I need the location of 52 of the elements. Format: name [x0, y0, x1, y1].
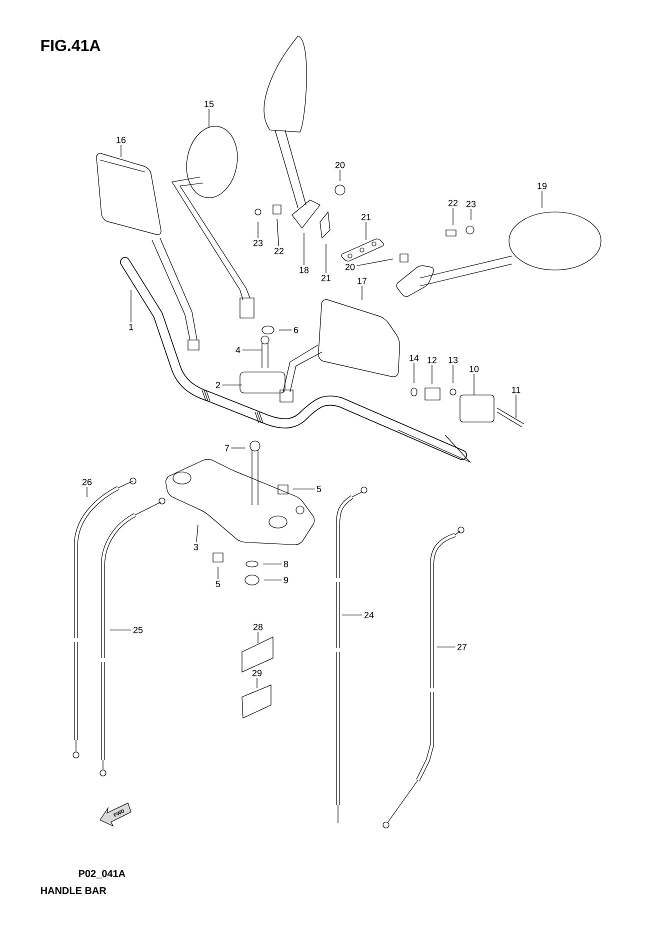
callout-number: 17 — [358, 278, 367, 284]
callout-number: 15 — [204, 100, 214, 108]
callout-number: 21 — [321, 274, 331, 282]
callout-number: 6 — [294, 326, 298, 334]
leader-line — [208, 108, 210, 128]
leader-line — [196, 524, 198, 542]
callout-number: 25 — [133, 626, 143, 634]
figure-title: FIG.41A — [41, 40, 100, 52]
leader-line — [452, 364, 454, 384]
leader-line — [292, 488, 315, 490]
leader-line — [222, 384, 242, 386]
callout-number: 9 — [284, 576, 288, 584]
drawing-code: P02_041A — [78, 870, 126, 878]
leader-line — [436, 646, 456, 648]
leader-line — [256, 678, 258, 688]
leader-line — [356, 258, 394, 266]
leader-line — [276, 218, 279, 246]
callout-number: 22 — [274, 248, 284, 254]
figure-caption: HANDLE BAR — [40, 887, 106, 894]
callout-number: 3 — [194, 544, 198, 550]
callout-number: 1 — [129, 324, 134, 330]
callout-number: 29 — [252, 670, 262, 676]
callout-number: 11 — [512, 386, 520, 394]
callout-number: 12 — [428, 356, 437, 364]
leader-line — [120, 144, 122, 158]
callout-number: 13 — [448, 356, 458, 364]
callout-number: 22 — [448, 200, 458, 206]
leader-line — [86, 486, 88, 498]
callout-number: 26 — [82, 478, 92, 486]
callout-number: 2 — [216, 382, 220, 388]
callout-number: 21 — [361, 214, 371, 220]
callout-number: 27 — [457, 644, 467, 650]
callout-number: 8 — [284, 560, 288, 568]
callout-number: 5 — [316, 486, 322, 492]
callout-number: 18 — [300, 266, 309, 274]
callout-number: 20 — [335, 162, 345, 168]
leader-line — [342, 614, 362, 616]
callout-number: 10 — [470, 366, 479, 372]
leader-line — [130, 290, 132, 322]
callout-number: 14 — [410, 354, 419, 362]
callout-number: 23 — [466, 200, 476, 208]
callout-number: 5 — [216, 580, 220, 588]
callout-number: 19 — [538, 182, 547, 190]
leader-line — [470, 208, 472, 220]
callout-number: 28 — [253, 624, 263, 630]
callout-number: 7 — [224, 444, 230, 452]
callout-number: 24 — [364, 612, 374, 618]
callout-number: 20 — [345, 264, 355, 270]
callout-number: 16 — [116, 136, 126, 144]
leader-line — [452, 208, 454, 226]
callout-number: 4 — [236, 346, 240, 354]
callout-number: 23 — [253, 240, 263, 246]
